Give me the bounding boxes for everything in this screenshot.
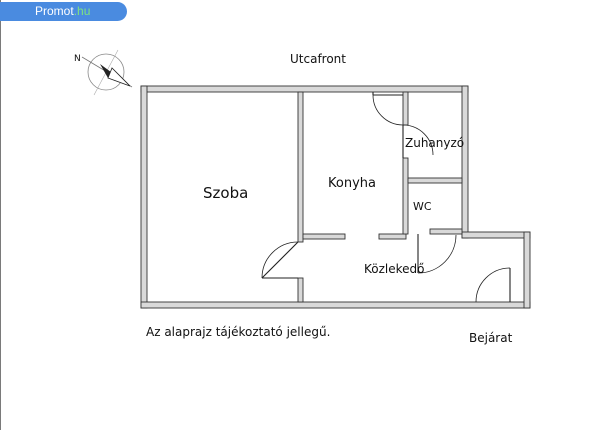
exterior-walls (140, 85, 531, 309)
brand-tld: .hu (73, 4, 91, 18)
room-wc-label: WC (413, 200, 432, 213)
room-kozlekedo-label: Közlekedő (364, 262, 425, 276)
doors (261, 92, 511, 303)
room-konyha-label: Konyha (328, 176, 376, 191)
door-entrance-icon (475, 267, 511, 303)
brand-name: Promot (35, 4, 74, 18)
street-front-label: Utcafront (290, 52, 346, 66)
room-zuhanyzo-label: Zuhanyzó (405, 136, 464, 150)
left-border-line (0, 0, 1, 430)
compass-north-label: N (74, 54, 81, 64)
door-zuhanyzo-icon (402, 124, 434, 158)
compass-icon: N (74, 49, 133, 96)
door-wc-icon (417, 234, 457, 274)
entrance-label: Bejárat (469, 331, 513, 345)
disclaimer-text: Az alaprajz tájékoztató jellegű. (146, 325, 330, 339)
door-konyha-icon (372, 92, 404, 126)
promot-logo-badge[interactable]: Promot.hu (0, 2, 127, 21)
interior-walls (297, 91, 463, 303)
room-szoba-label: Szoba (203, 184, 248, 202)
door-szoba-icon (261, 241, 299, 279)
